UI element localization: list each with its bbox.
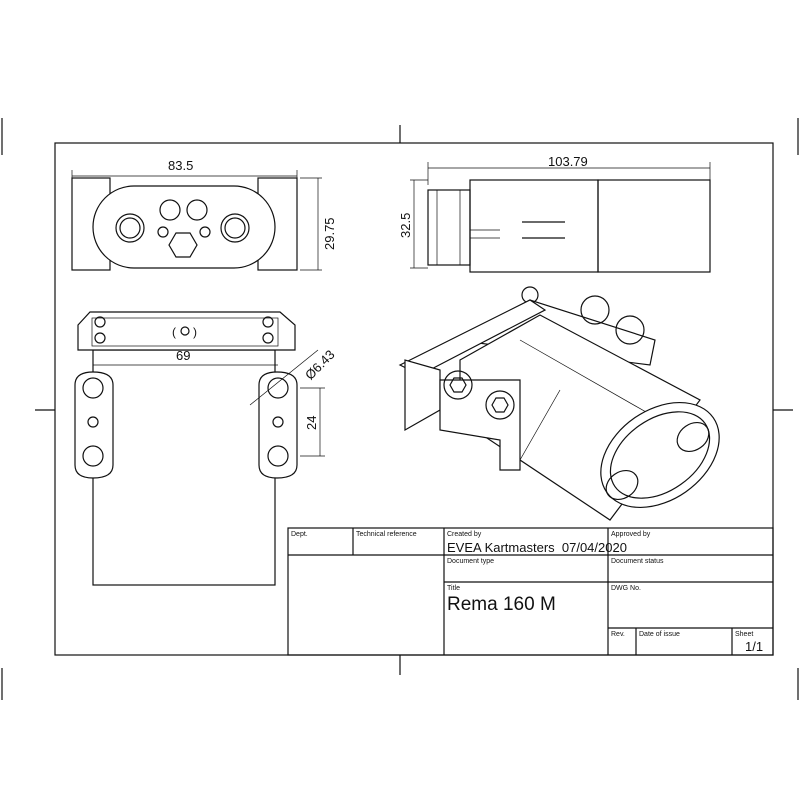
created-by-label: Created by <box>447 531 482 538</box>
tech-ref-label: Technical reference <box>356 531 417 538</box>
dim-front-height: 29.75 <box>322 217 337 250</box>
date-of-issue-label: Date of issue <box>639 631 680 638</box>
dim-side-length: 103.79 <box>548 154 588 169</box>
doc-status-label: Document status <box>611 558 664 565</box>
dept-label: Dept. <box>291 531 308 538</box>
dim-side-height: 32.5 <box>398 212 413 238</box>
dim-hole-spacing: 69 <box>176 348 191 363</box>
margin-marks <box>1 118 799 700</box>
dim-hole-pitch: 24 <box>304 415 319 430</box>
sheet-label: Sheet <box>735 631 754 638</box>
created-by-value: EVEA Kartmasters 07/04/2020 <box>447 540 627 555</box>
title-label: Title <box>447 585 460 592</box>
bottom-view: () <box>74 311 325 586</box>
svg-text:(: ( <box>172 325 176 339</box>
side-view <box>410 162 711 273</box>
sheet-value: 1/1 <box>745 639 764 654</box>
front-view <box>71 170 322 271</box>
svg-text:): ) <box>193 325 197 339</box>
rev-label: Rev. <box>611 631 625 638</box>
drawing-title: Rema 160 M <box>447 594 556 615</box>
isometric-view <box>398 286 720 521</box>
doc-type-label: Document type <box>447 558 495 565</box>
approved-by-label: Approved by <box>611 531 651 538</box>
dwg-no-label: DWG No. <box>611 585 641 592</box>
dim-front-width: 83.5 <box>168 158 194 173</box>
title-block-grid <box>287 527 774 656</box>
